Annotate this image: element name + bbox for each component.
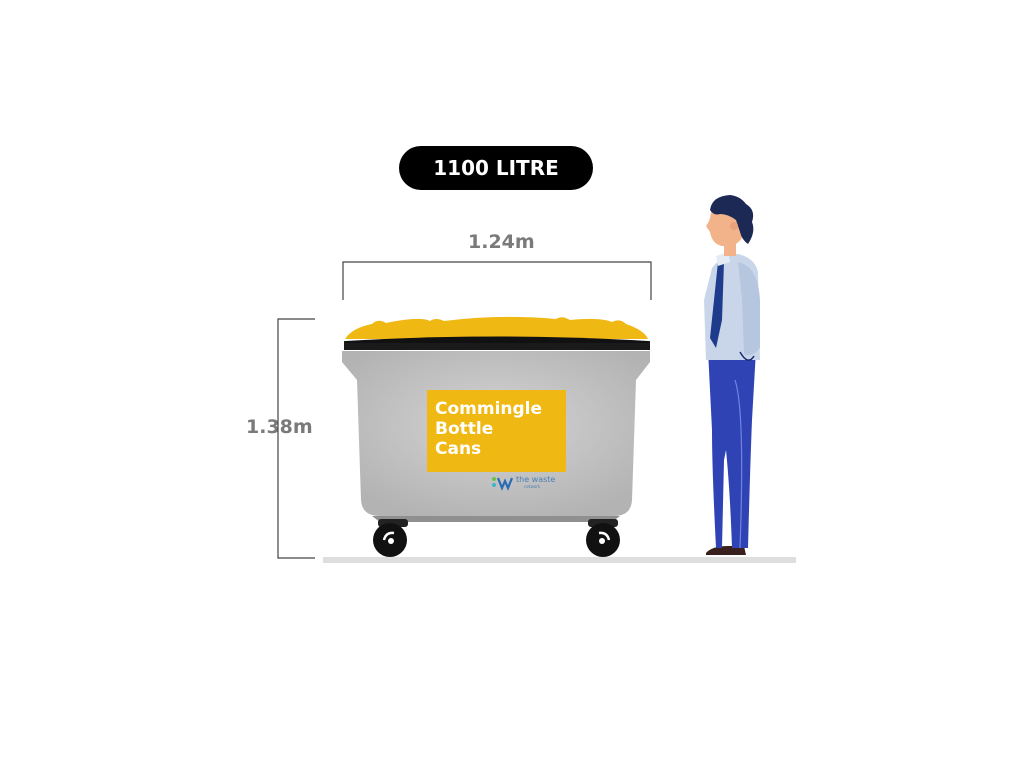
tie [710, 262, 724, 348]
left-wheel [373, 519, 408, 557]
right-wheel [586, 519, 620, 557]
hair [710, 195, 754, 244]
width-dimension-label: 1.24m [468, 231, 535, 253]
trousers [708, 350, 756, 548]
arm [738, 262, 760, 356]
shoe [706, 546, 746, 555]
bin-base [372, 516, 620, 522]
person-figure [704, 195, 760, 555]
recycling-sign: Commingle Bottle Cans [427, 390, 566, 472]
bin-lid [345, 316, 648, 339]
brand-logo: the waste network [490, 474, 570, 492]
sign-line-commingle: Commingle [435, 399, 543, 419]
bin-rim [344, 341, 650, 350]
sign-line-bottle: Bottle [435, 419, 494, 439]
width-bracket [342, 261, 652, 300]
ground-line [323, 557, 796, 563]
height-bracket [277, 318, 315, 559]
waste-network-icon [492, 477, 514, 491]
height-dimension-label: 1.38m [246, 416, 313, 438]
sign-line-cans: Cans [435, 439, 482, 459]
brand-name: the waste [516, 475, 556, 484]
brand-sub: network [524, 484, 541, 489]
title-badge: 1100 LITRE [399, 146, 593, 190]
lid-shadow [346, 336, 648, 343]
